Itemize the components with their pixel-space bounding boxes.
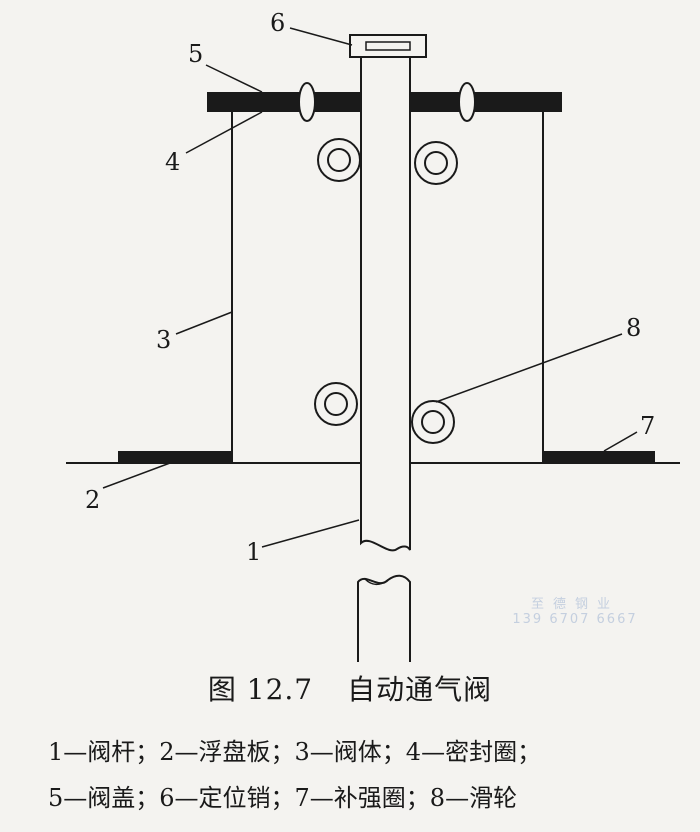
pulley-top-left xyxy=(317,138,361,182)
leader-line-7 xyxy=(603,431,638,452)
leader-line-6 xyxy=(289,27,353,46)
legend-line-2: 5—阀盖；6—定位销；7—补强圈；8—滑轮 xyxy=(48,784,518,812)
callout-5: 5 xyxy=(188,40,203,68)
leader-line-8 xyxy=(435,333,623,403)
legend-line-1: 1—阀杆；2—浮盘板；3—阀体；4—密封圈； xyxy=(48,738,542,766)
leader-line-2 xyxy=(102,462,171,489)
callout-7: 7 xyxy=(640,412,655,440)
leader-line-5 xyxy=(205,64,263,93)
valve-stem-upper xyxy=(360,54,411,552)
pulley-bottom-left xyxy=(314,382,358,426)
float-plate xyxy=(118,451,232,463)
figure-number: 图 12.7 xyxy=(207,673,314,706)
leader-line-4 xyxy=(185,111,263,154)
watermark-phone: 139 6707 6667 xyxy=(512,612,638,627)
callout-6: 6 xyxy=(270,9,285,37)
leader-line-3 xyxy=(175,311,233,335)
seal-ring-left xyxy=(298,82,316,122)
stem-break-line xyxy=(364,578,389,586)
callout-4: 4 xyxy=(165,148,180,176)
callout-2: 2 xyxy=(85,486,100,514)
seal-ring-right xyxy=(458,82,476,122)
pulley-top-right xyxy=(414,141,458,185)
leader-line-1 xyxy=(261,519,360,548)
pulley-bottom-right xyxy=(411,400,455,444)
watermark-company: 至德钢业 xyxy=(530,597,619,612)
reinforcing-ring xyxy=(543,451,655,463)
figure-caption: 图 12.7 自动通气阀 xyxy=(0,668,700,708)
locating-pin-inner xyxy=(365,41,411,51)
callout-8: 8 xyxy=(626,314,641,342)
callout-1: 1 xyxy=(246,538,261,566)
figure-title: 自动通气阀 xyxy=(347,673,493,706)
valve-stem-lower xyxy=(357,574,411,662)
callout-3: 3 xyxy=(156,326,171,354)
